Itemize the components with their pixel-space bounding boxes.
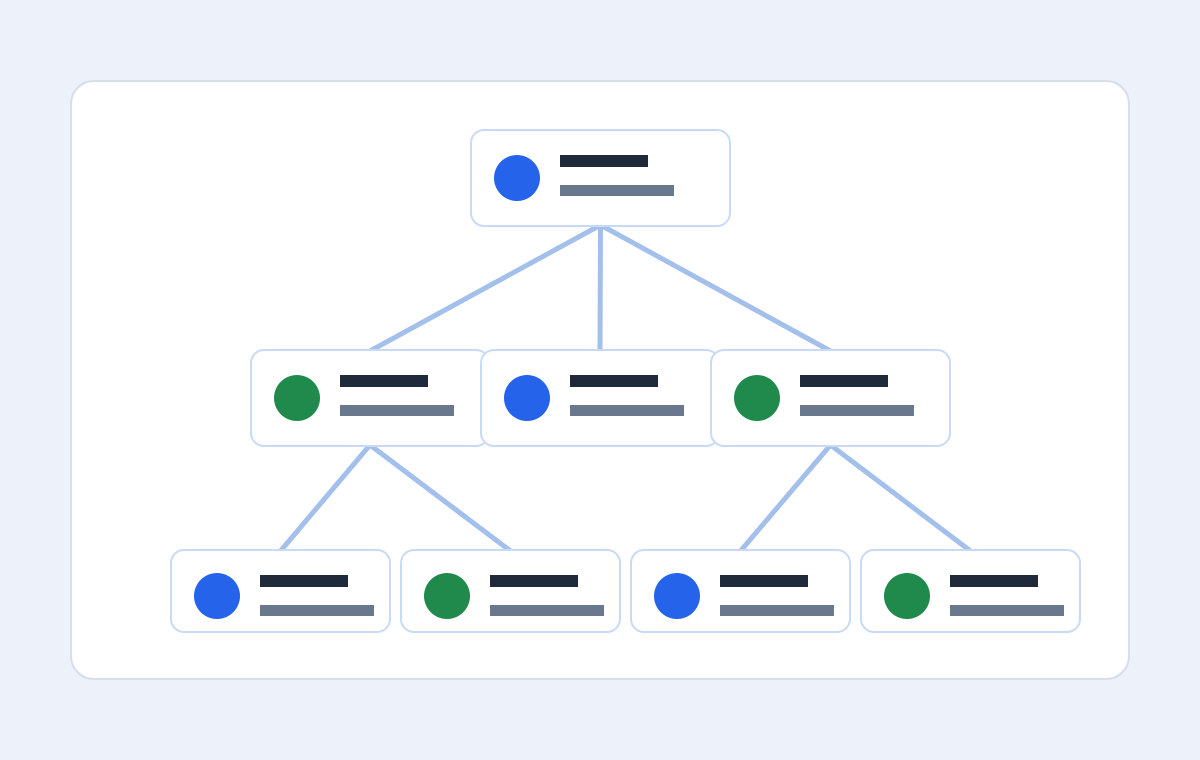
- org-node-level2[interactable]: [860, 549, 1081, 633]
- name-placeholder-bar: [570, 375, 658, 387]
- avatar-dot: [494, 155, 540, 201]
- role-placeholder-bar: [260, 605, 374, 616]
- name-placeholder-bar: [340, 375, 428, 387]
- name-placeholder-bar: [720, 575, 808, 587]
- org-node-level2[interactable]: [400, 549, 621, 633]
- role-placeholder-bar: [950, 605, 1064, 616]
- role-placeholder-bar: [570, 405, 684, 416]
- name-placeholder-bar: [260, 575, 348, 587]
- org-node-level1[interactable]: [480, 349, 720, 447]
- avatar-dot: [274, 375, 320, 421]
- role-placeholder-bar: [720, 605, 834, 616]
- role-placeholder-bar: [560, 185, 674, 196]
- org-node-level1[interactable]: [250, 349, 490, 447]
- name-placeholder-bar: [490, 575, 578, 587]
- name-placeholder-bar: [560, 155, 648, 167]
- org-node-level2[interactable]: [170, 549, 391, 633]
- avatar-dot: [194, 573, 240, 619]
- org-node-root[interactable]: [470, 129, 731, 227]
- avatar-dot: [424, 573, 470, 619]
- org-node-level2[interactable]: [630, 549, 851, 633]
- avatar-dot: [654, 573, 700, 619]
- role-placeholder-bar: [800, 405, 914, 416]
- role-placeholder-bar: [490, 605, 604, 616]
- name-placeholder-bar: [800, 375, 888, 387]
- avatar-dot: [504, 375, 550, 421]
- role-placeholder-bar: [340, 405, 454, 416]
- avatar-dot: [884, 573, 930, 619]
- avatar-dot: [734, 375, 780, 421]
- name-placeholder-bar: [950, 575, 1038, 587]
- org-node-level1[interactable]: [710, 349, 951, 447]
